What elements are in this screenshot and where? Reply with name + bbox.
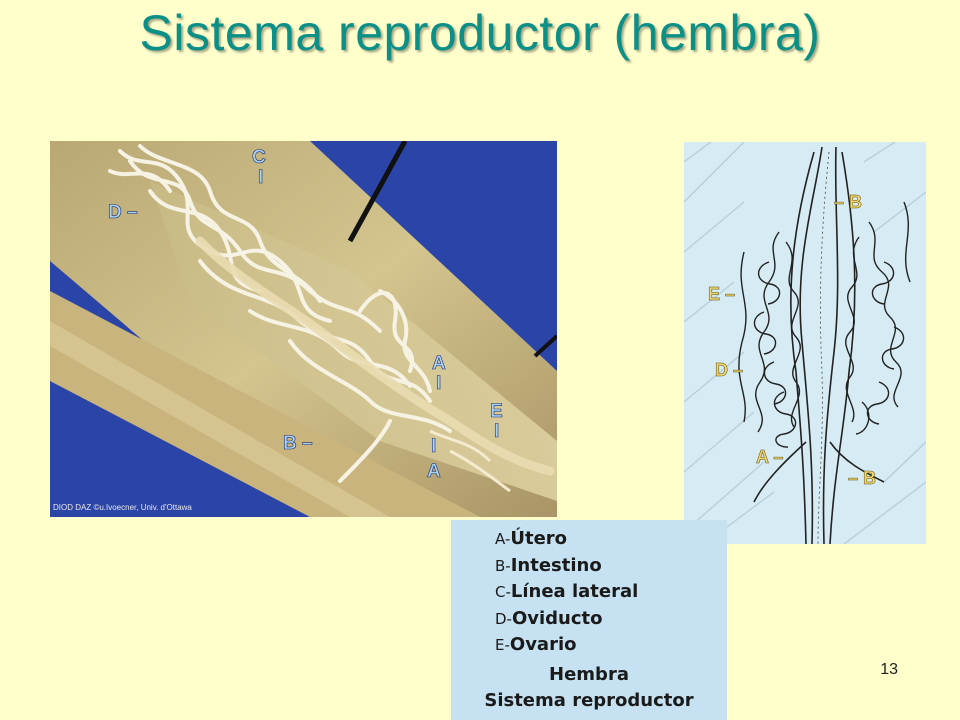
legend-item: D-Oviducto — [495, 606, 638, 633]
drawing-label-b-bottom: – B — [848, 468, 876, 488]
legend-box: A-Útero B-Intestino C-Línea lateral D-Ov… — [451, 520, 727, 720]
legend-item-code: B- — [495, 556, 511, 575]
photo-label-a-lower: A — [427, 461, 441, 482]
photo-label-a-upper-tick: I — [436, 373, 441, 394]
legend-item-label: Oviducto — [511, 607, 603, 629]
drawing-label-d: D – — [715, 360, 743, 380]
legend-item: A-Útero — [495, 526, 638, 553]
dissection-illustration: C I D – A I E I B – I A DIOD DAZ ©u.Ivoe… — [50, 141, 557, 517]
legend-subtitle-system: Sistema reproductor — [484, 690, 694, 711]
photo-label-e: E — [490, 401, 503, 422]
legend-item-code: D- — [495, 609, 512, 628]
dissection-photo: C I D – A I E I B – I A DIOD DAZ ©u.Ivoe… — [50, 141, 557, 517]
legend-item: E-Ovario — [495, 632, 638, 659]
legend-item-code: E- — [495, 636, 510, 654]
legend-item-label: Útero — [510, 528, 568, 549]
photo-credit: DIOD DAZ ©u.Ivoecner, Univ. d'Ottawa — [53, 503, 192, 512]
photo-label-c: C — [252, 147, 266, 168]
legend-item-code: C- — [495, 583, 511, 601]
legend-item-label: Intestino — [510, 554, 602, 576]
legend-item: C-Línea lateral — [495, 579, 638, 606]
legend-item-label: Línea lateral — [510, 581, 639, 602]
legend-item-label: Ovario — [509, 634, 577, 655]
photo-label-d: D – — [108, 202, 138, 223]
drawing-label-a: A – — [756, 447, 783, 467]
legend-list: A-Útero B-Intestino C-Línea lateral D-Ov… — [495, 526, 638, 659]
drawing-label-b-top: – B — [834, 192, 862, 212]
legend-subtitle-sex: Hembra — [549, 664, 629, 685]
legend-item-code: A- — [495, 530, 511, 548]
photo-label-a-upper: A — [432, 353, 446, 374]
drawing-label-e: E – — [708, 284, 735, 304]
anatomy-drawing: – B E – D – A – – B — [684, 142, 926, 544]
photo-label-e-tick: I — [494, 421, 499, 442]
photo-label-c-tick: I — [258, 167, 263, 188]
anatomy-line-drawing: – B E – D – A – – B — [684, 142, 926, 544]
photo-label-a-lower-tick: I — [431, 436, 436, 457]
photo-label-b: B – — [283, 433, 313, 454]
slide-title: Sistema reproductor (hembra) — [139, 5, 821, 61]
legend-item: B-Intestino — [495, 553, 638, 580]
page-number: 13 — [880, 661, 898, 678]
